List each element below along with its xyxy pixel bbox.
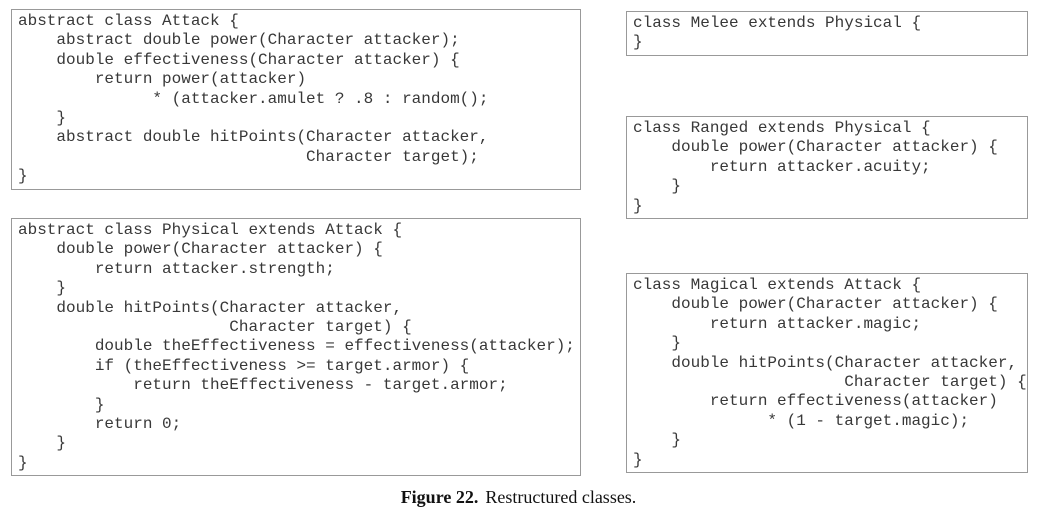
code-box-physical-class: abstract class Physical extends Attack {… [11,218,581,477]
code-box-ranged-class: class Ranged extends Physical { double p… [626,116,1028,220]
code-box-melee-class: class Melee extends Physical { } [626,11,1028,56]
figure-caption-label: Figure 22. [400,487,479,507]
figure-caption: Figure 22. Restructured classes. [0,487,1037,508]
code-box-attack-class: abstract class Attack { abstract double … [11,9,581,190]
code-box-magical-class: class Magical extends Attack { double po… [626,273,1028,474]
figure-caption-text: Restructured classes. [485,487,637,507]
